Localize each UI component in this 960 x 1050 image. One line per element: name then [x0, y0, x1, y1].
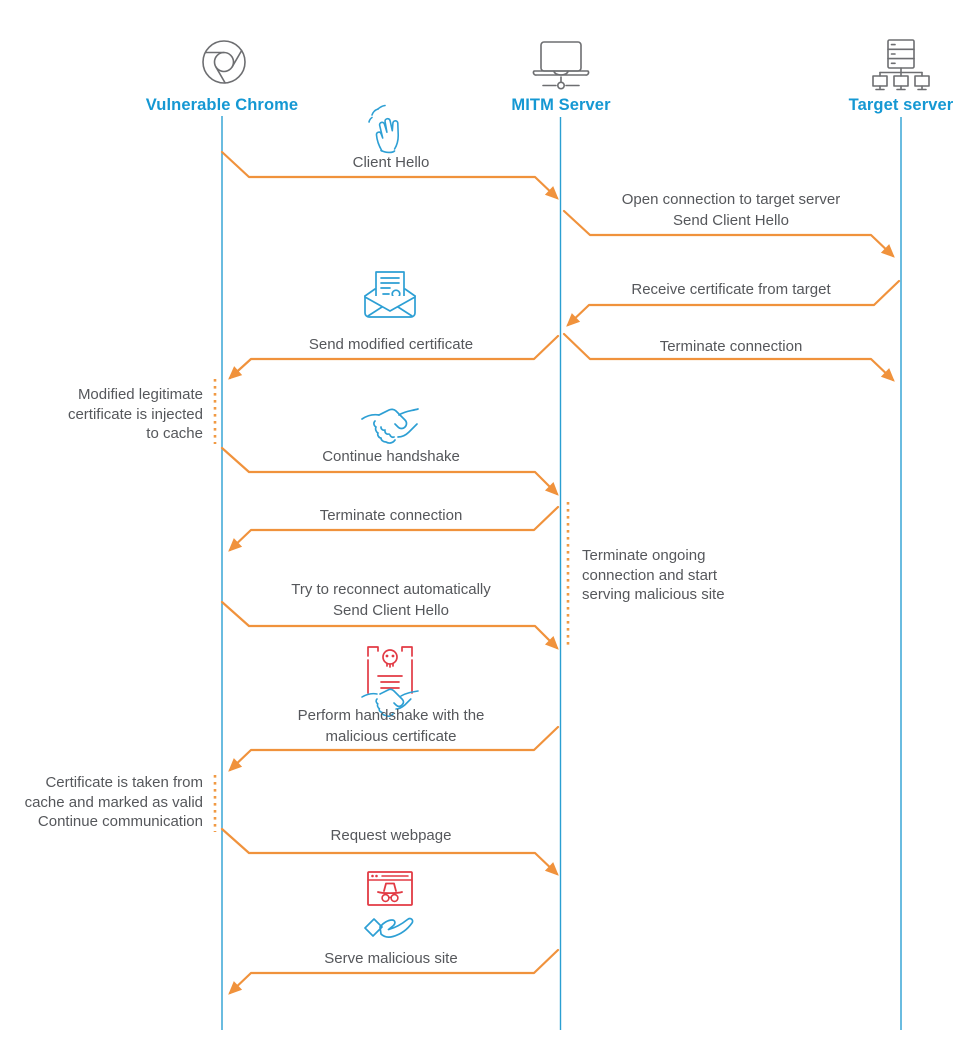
note-line: Terminate ongoing — [582, 547, 706, 564]
message-arrow-continue-handshake — [220, 446, 559, 496]
message-label-line: Perform handshake with the — [297, 707, 485, 724]
malicious-certificate-handshake-icon — [361, 646, 419, 718]
message-arrow-receive-certificate — [566, 279, 901, 327]
message-label-terminate-connection-target: Terminate connection — [659, 338, 803, 355]
note-line: to cache — [146, 425, 203, 442]
message-label-send-modified-certificate: Send modified certificate — [308, 336, 474, 353]
message-label-continue-handshake: Continue handshake — [322, 448, 460, 465]
message-label-receive-certificate: Receive certificate from target — [631, 281, 831, 298]
certificate-envelope-icon — [364, 271, 416, 318]
message-arrow-terminate-connection-chrome — [228, 505, 560, 552]
note-line: connection and start — [582, 566, 718, 584]
message-label-line: Try to reconnect automatically — [291, 581, 491, 598]
note-terminate-and-serve-malicious: Terminate ongoing connection and start s… — [582, 546, 782, 605]
message-arrow-open-connection — [562, 209, 895, 258]
message-label-perform-handshake: Perform handshake with the malicious cer… — [221, 706, 561, 747]
note-certificate-marked-valid: Certificate is taken from cache and mark… — [3, 773, 203, 832]
chrome-browser-icon — [202, 40, 246, 84]
actor-label-vulnerable-chrome: Vulnerable Chrome — [145, 96, 299, 114]
message-label-client-hello: Client Hello — [352, 154, 430, 171]
note-line: Continue communication — [37, 813, 203, 830]
actor-label-target-server: Target server — [848, 96, 954, 114]
message-label-request-webpage: Request webpage — [330, 827, 452, 844]
message-arrow-perform-handshake — [228, 725, 560, 772]
message-label-open-connection: Open connection to target server Send Cl… — [561, 190, 901, 231]
note-line: Certificate is taken from — [45, 774, 203, 791]
message-label-line: Send Client Hello — [333, 601, 449, 619]
message-arrow-serve-malicious-site — [228, 948, 560, 995]
waving-hand-icon — [368, 104, 400, 154]
message-label-serve-malicious-site: Serve malicious site — [324, 950, 458, 967]
message-arrow-terminate-connection-target — [562, 332, 895, 382]
note-line: certificate is injected — [67, 405, 203, 423]
message-label-terminate-connection-chrome: Terminate connection — [319, 507, 463, 524]
message-label-try-reconnect: Try to reconnect automatically Send Clie… — [221, 580, 561, 621]
server-network-icon — [872, 39, 930, 91]
message-label-line: malicious certificate — [325, 727, 457, 745]
note-line: Modified legitimate — [77, 386, 203, 403]
message-arrow-send-modified-certificate — [228, 334, 560, 380]
message-arrow-request-webpage — [220, 827, 559, 876]
serve-malicious-site-icon — [364, 871, 414, 938]
message-label-line: Open connection to target server — [621, 191, 841, 208]
message-arrow-client-hello — [220, 150, 559, 200]
note-line: cache and marked as valid — [24, 793, 203, 811]
note-line: serving malicious site — [582, 586, 725, 603]
actor-label-mitm-server: MITM Server — [511, 96, 611, 114]
laptop-network-icon — [532, 41, 590, 90]
message-label-line: Send Client Hello — [673, 211, 789, 229]
handshake-icon — [361, 408, 419, 444]
note-certificate-injected-to-cache: Modified legitimate certificate is injec… — [13, 385, 203, 444]
message-arrow-try-reconnect — [220, 600, 559, 650]
